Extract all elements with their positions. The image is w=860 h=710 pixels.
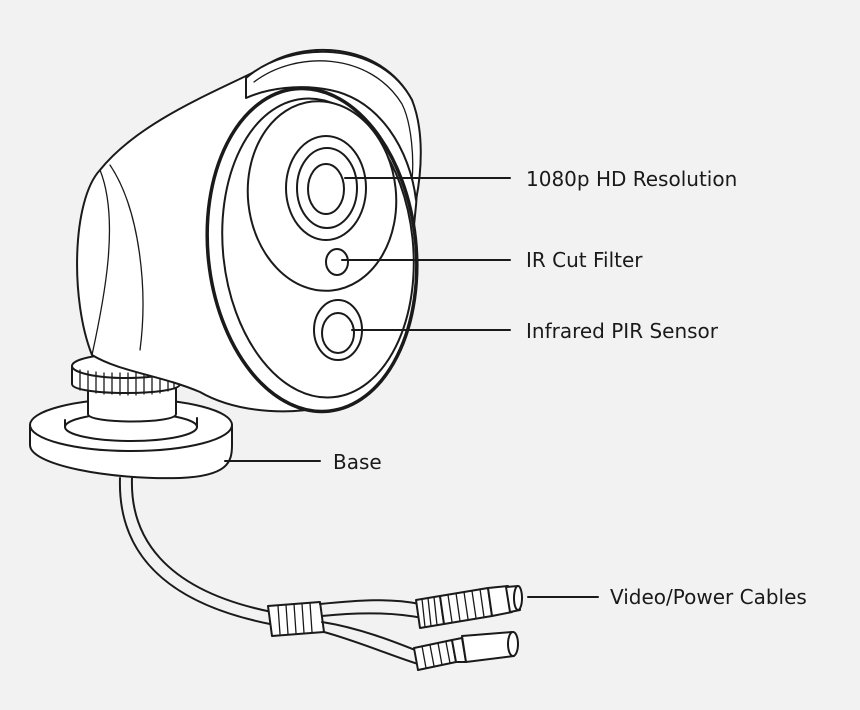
base-plate: [29, 398, 233, 480]
label-resolution: 1080p HD Resolution: [526, 167, 738, 191]
label-ir-cut-filter: IR Cut Filter: [526, 248, 643, 272]
pir-sensor: [313, 299, 363, 361]
cable: [118, 477, 273, 625]
cable-junction: [267, 599, 423, 665]
lens: [285, 135, 367, 241]
label-pir-sensor: Infrared PIR Sensor: [526, 319, 719, 343]
video-connector: [415, 585, 523, 629]
ir-cut-filter: [325, 248, 349, 276]
label-cables: Video/Power Cables: [610, 585, 807, 609]
label-base: Base: [333, 450, 382, 474]
power-connector: [413, 631, 519, 671]
